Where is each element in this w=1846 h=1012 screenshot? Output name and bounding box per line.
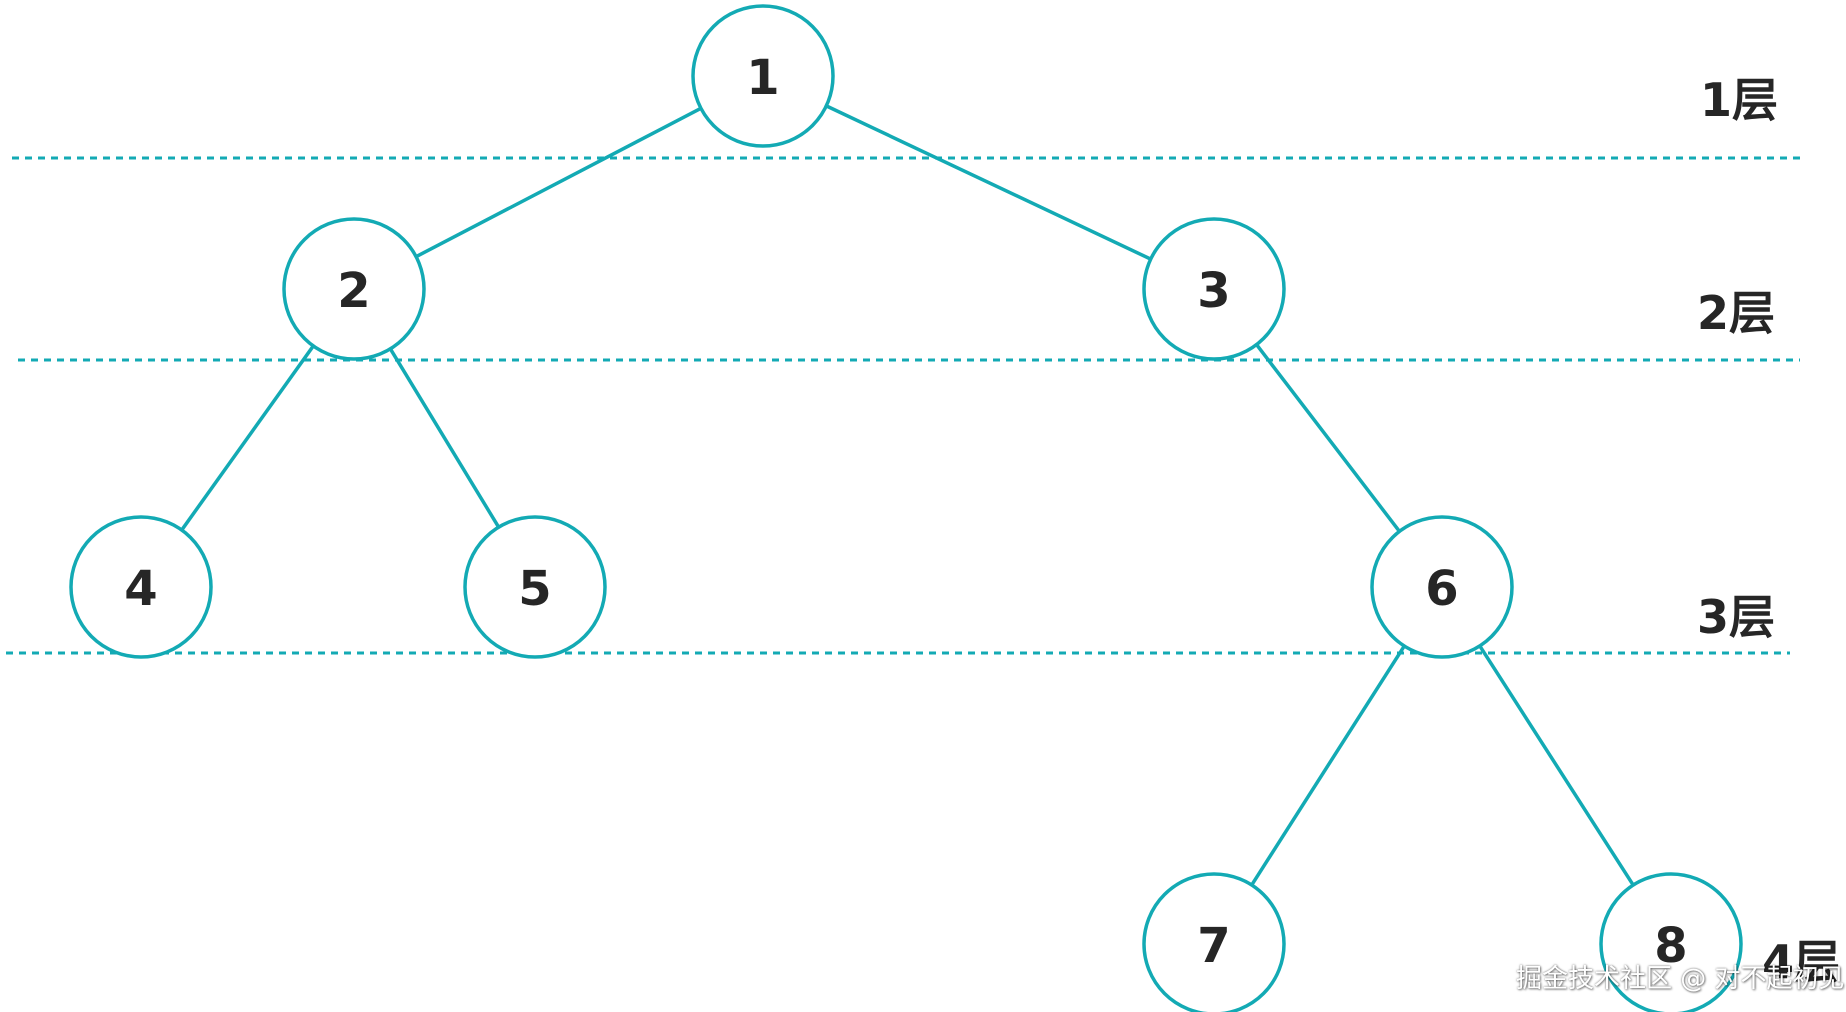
node-circle (1142, 872, 1286, 1012)
tree-node-1: 1 (691, 4, 835, 148)
watermark-text: 掘金技术社区 @ 对不起初见 (1516, 964, 1845, 994)
tree-node-3: 3 (1142, 217, 1286, 361)
tree-node-7: 7 (1142, 872, 1286, 1012)
level-label-4: 4层 (1762, 935, 1840, 989)
tree-node-5: 5 (463, 515, 607, 659)
node-circle (463, 515, 607, 659)
tree-edges (180, 104, 1635, 887)
node-circle (691, 4, 835, 148)
edge-n6-n8 (1478, 644, 1635, 887)
node-label: 7 (1197, 918, 1230, 974)
tree-node-4: 4 (69, 515, 213, 659)
node-label: 2 (337, 263, 370, 319)
node-label: 8 (1654, 918, 1687, 974)
node-label: 1 (746, 50, 779, 106)
node-label: 6 (1425, 561, 1458, 617)
node-label: 5 (518, 561, 551, 617)
edge-n3-n6 (1255, 343, 1401, 533)
node-circle (1370, 515, 1514, 659)
tree-nodes: 1 2 3 4 5 6 7 8 (69, 4, 1743, 1012)
edge-n2-n5 (388, 347, 501, 529)
edge-n1-n2 (415, 106, 702, 259)
edge-n6-n7 (1250, 645, 1406, 886)
edge-n2-n4 (180, 344, 315, 532)
node-label: 3 (1197, 263, 1230, 319)
level-label-2: 2层 (1697, 286, 1775, 340)
tree-node-8: 8 (1599, 872, 1743, 1012)
node-circle (1599, 872, 1743, 1012)
edge-n1-n3 (825, 104, 1152, 261)
tree-node-6: 6 (1370, 515, 1514, 659)
level-label-1: 1层 (1700, 73, 1778, 127)
node-circle (69, 515, 213, 659)
node-circle (1142, 217, 1286, 361)
level-label-3: 3层 (1697, 590, 1775, 644)
node-label: 4 (124, 561, 157, 617)
node-circle (282, 217, 426, 361)
tree-node-2: 2 (282, 217, 426, 361)
